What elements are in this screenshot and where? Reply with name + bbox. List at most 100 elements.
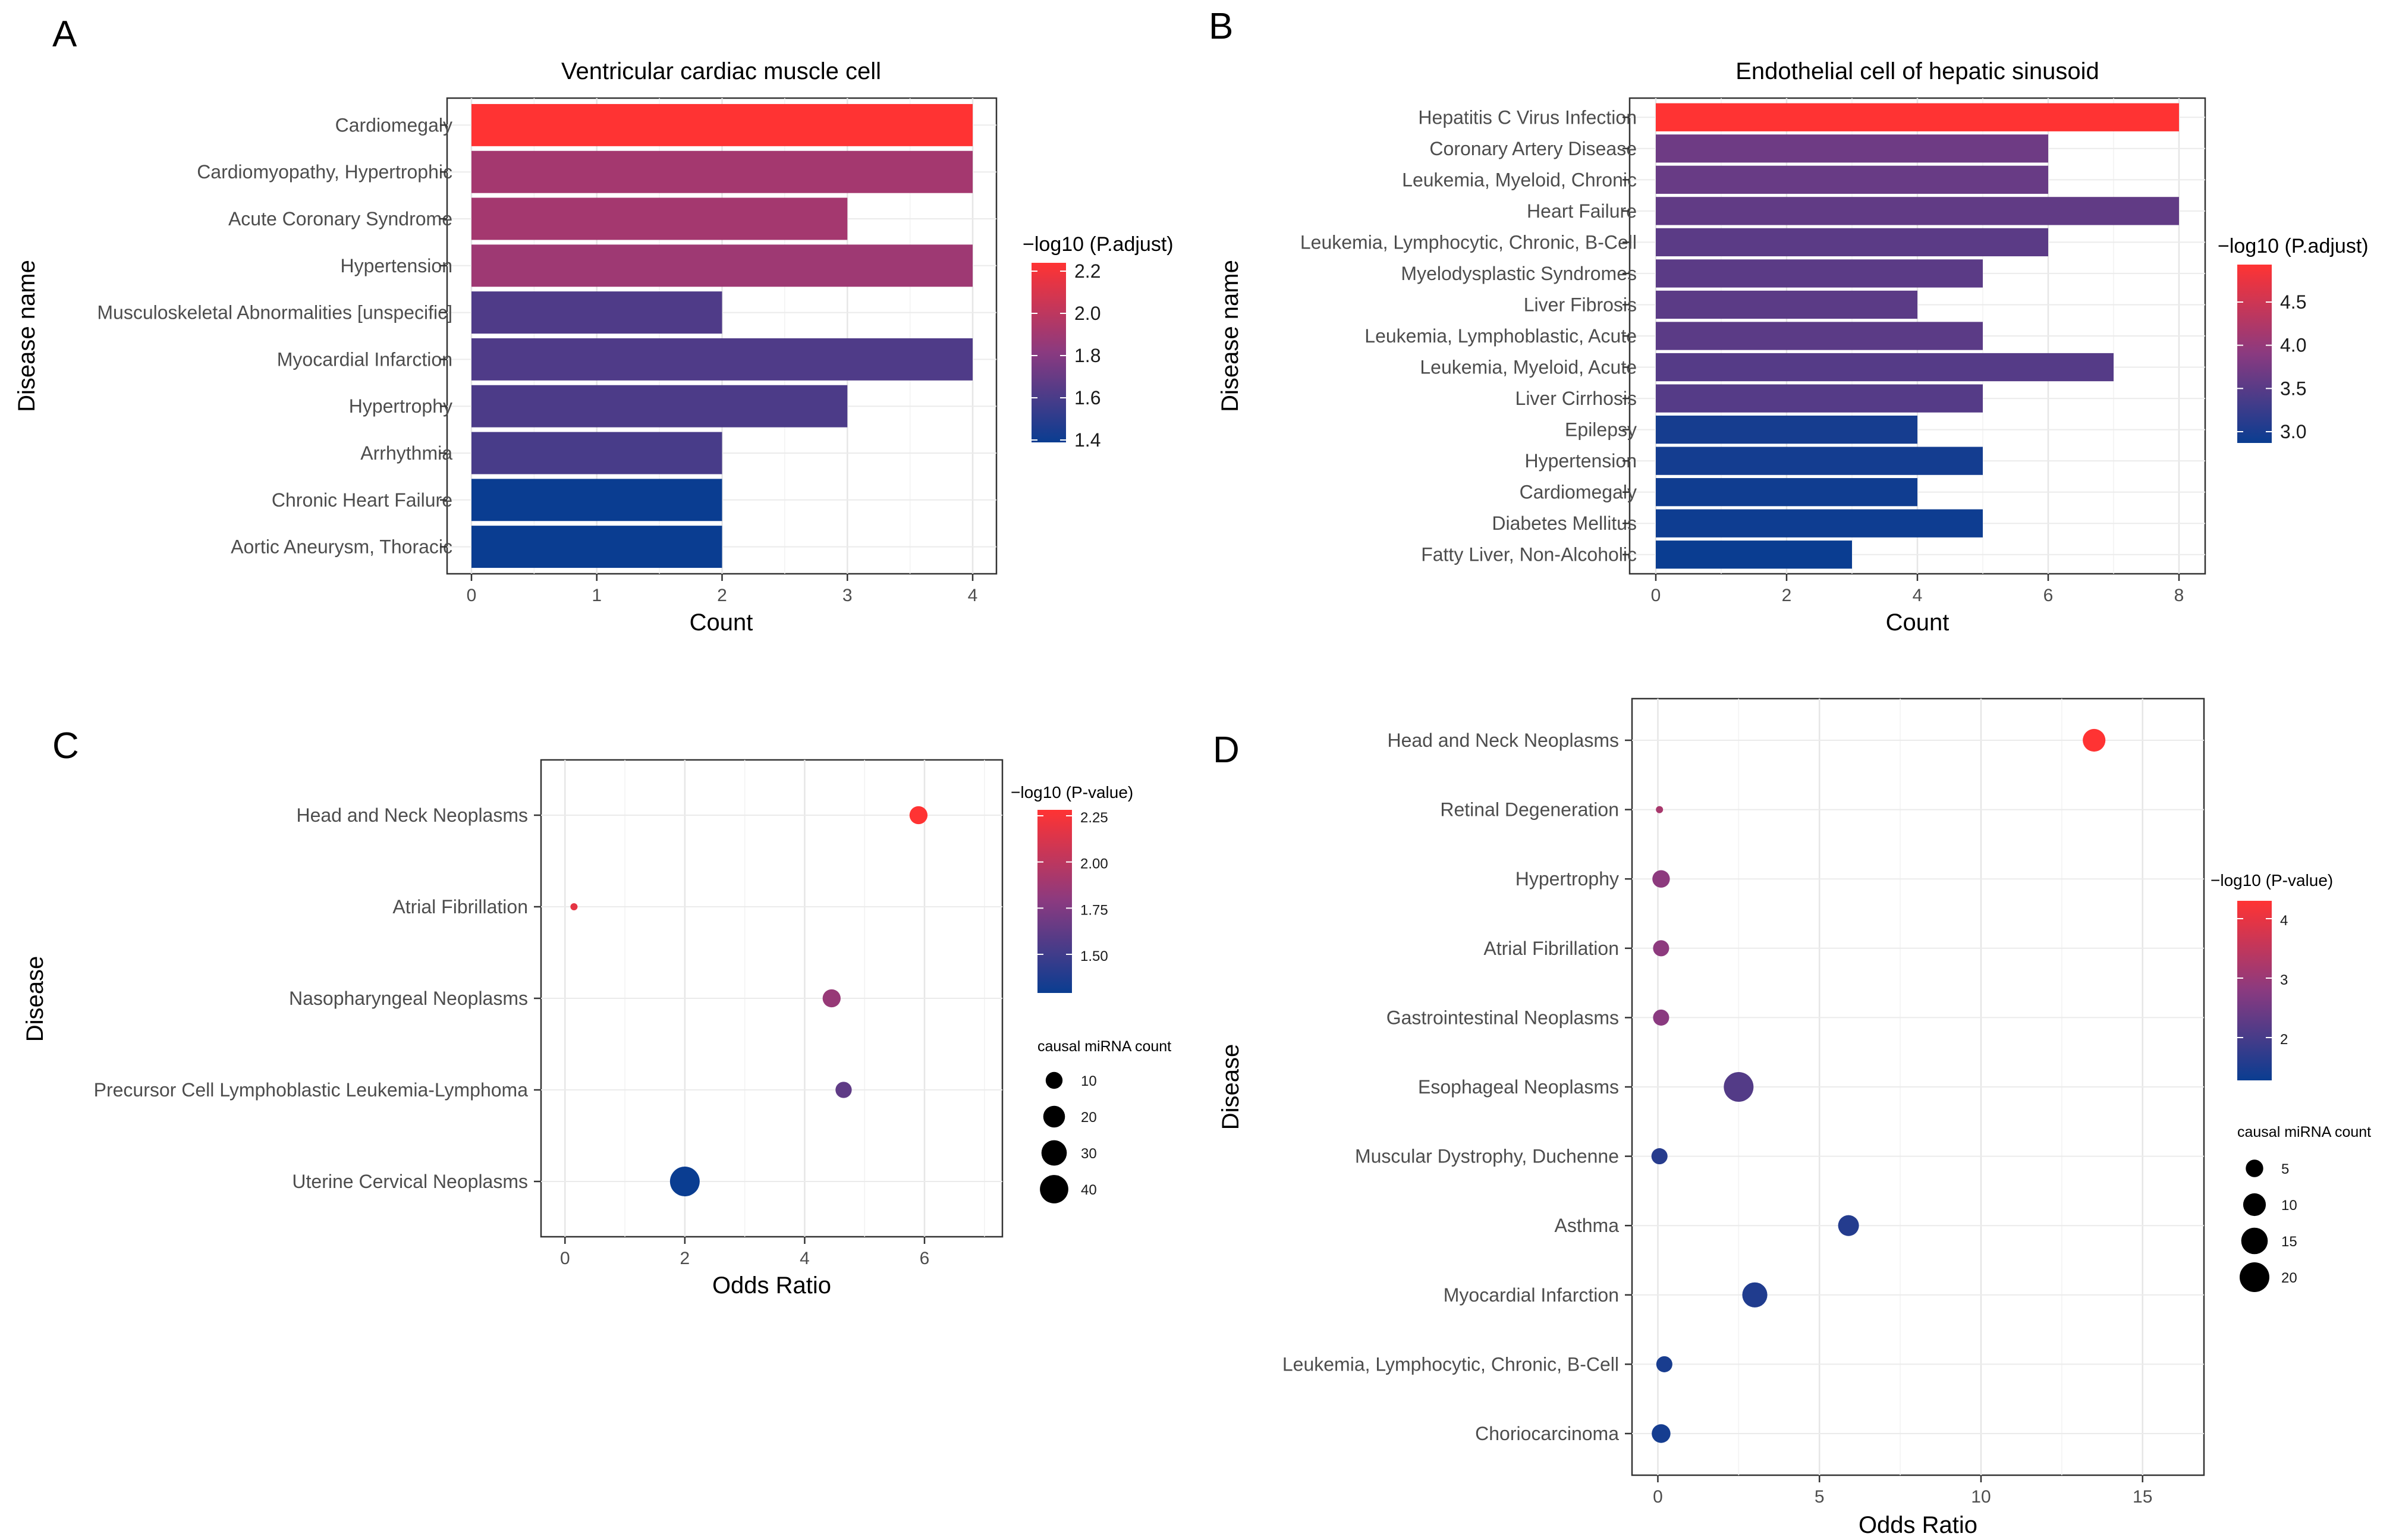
bar	[471, 526, 722, 568]
point	[1724, 1072, 1754, 1102]
bar	[471, 479, 722, 521]
panel-d-y-axis-title: Disease	[1218, 1044, 1244, 1130]
size-legend-label: 40	[1081, 1182, 1097, 1198]
panel-b-y-axis-title: Disease name	[1217, 260, 1243, 412]
legend-tick-label: 3	[2280, 972, 2288, 988]
legend-tick-label: 1.8	[1074, 345, 1100, 366]
size-legend-label: 10	[2281, 1198, 2297, 1214]
panel-b-legend-ticks: 4.54.03.53.0	[2237, 291, 2306, 442]
size-legend-dot	[1041, 1140, 1067, 1166]
panel-a-x-axis-title: Count	[690, 609, 753, 636]
legend-tick-label: 4	[2280, 913, 2288, 929]
panel-a-legend-title: −log10 (P.adjust)	[1023, 233, 1174, 256]
x-tick-label: 0	[467, 586, 477, 605]
size-legend-label: 10	[1081, 1073, 1097, 1089]
category-label: Musculoskeletal Abnormalities [unspecifi…	[97, 302, 452, 323]
size-legend-label: 15	[2281, 1234, 2297, 1250]
category-label: Aortic Aneurysm, Thoracic	[231, 536, 452, 558]
category-label: Head and Neck Neoplasms	[1387, 730, 1619, 751]
x-tick-label: 0	[560, 1249, 570, 1268]
panel-a: A Ventricular cardiac muscle cell Cardio…	[14, 14, 1174, 636]
legend-tick-label: 4.5	[2280, 291, 2306, 313]
category-label: Diabetes Mellitus	[1492, 513, 1637, 534]
category-label: Myelodysplastic Syndromes	[1401, 263, 1637, 284]
x-tick-label: 1	[592, 586, 602, 605]
panel-a-legend-ticks: 2.22.01.81.61.4	[1032, 260, 1100, 451]
legend-tick-label: 1.6	[1074, 387, 1100, 408]
category-label: Leukemia, Myeloid, Acute	[1420, 357, 1637, 378]
panel-c-x-axis-title: Odds Ratio	[712, 1272, 831, 1299]
x-tick-label: 4	[800, 1249, 810, 1268]
legend-tick-label: 2.0	[1074, 303, 1100, 324]
bar	[471, 197, 848, 240]
panel-d-size-legend-title: causal miRNA count	[2237, 1124, 2371, 1140]
x-tick-label: 10	[1971, 1487, 1991, 1507]
bar	[1656, 228, 2048, 257]
legend-tick-label: 2.25	[1080, 810, 1108, 826]
point	[570, 903, 578, 910]
category-label: Cardiomegaly	[335, 114, 452, 136]
size-legend-dot	[1043, 1105, 1065, 1128]
panel-d-color-legend: −log10 (P-value) 432	[2211, 871, 2333, 1080]
panel-c-colorbar	[1037, 810, 1072, 993]
category-label: Atrial Fibrillation	[392, 896, 528, 917]
x-tick-label: 2	[717, 586, 727, 605]
category-label: Muscular Dystrophy, Duchenne	[1355, 1146, 1619, 1167]
category-label: Chronic Heart Failure	[272, 489, 452, 511]
category-label: Retinal Degeneration	[1440, 799, 1619, 821]
panel-d-points	[1651, 728, 2106, 1443]
point	[1838, 1215, 1859, 1236]
panel-c-y-axis-title: Disease	[22, 956, 48, 1042]
size-legend-dot	[1045, 1071, 1063, 1089]
bar	[1656, 353, 2114, 382]
bar	[1656, 197, 2179, 225]
bar	[1656, 134, 2048, 163]
category-label: Heart Failure	[1527, 200, 1637, 222]
category-label: Hypertension	[340, 255, 452, 276]
panel-d-legend-ticks: 432	[2237, 913, 2288, 1048]
category-label: Choriocarcinoma	[1475, 1423, 1619, 1444]
category-label: Cardiomyopathy, Hypertrophic	[197, 161, 452, 183]
bar	[471, 150, 973, 193]
bar	[1656, 540, 1852, 569]
panel-a-bars	[471, 103, 973, 568]
size-legend-label: 20	[2281, 1270, 2297, 1286]
panel-a-colorbar	[1032, 263, 1066, 442]
point	[822, 989, 841, 1008]
panel-a-color-legend: −log10 (P.adjust) 2.22.01.81.61.4	[1023, 233, 1174, 451]
size-legend-dot	[2243, 1193, 2266, 1217]
panel-c-letter: C	[52, 725, 79, 766]
point	[1653, 1009, 1669, 1026]
legend-tick-label: 3.0	[2280, 421, 2306, 442]
panel-d-colorbar	[2237, 901, 2272, 1080]
x-tick-label: 15	[2133, 1487, 2152, 1507]
category-label: Head and Neck Neoplasms	[296, 804, 528, 826]
panel-b-bars	[1656, 103, 2179, 569]
bar	[471, 291, 722, 334]
legend-tick-label: 2.2	[1074, 260, 1100, 282]
point	[1656, 1356, 1672, 1372]
category-label: Hypertrophy	[1515, 868, 1619, 890]
point	[1656, 806, 1664, 813]
panel-b-colorbar	[2237, 265, 2272, 443]
bar	[1656, 509, 1983, 538]
category-label: Liver Fibrosis	[1524, 294, 1637, 315]
x-tick-label: 4	[1913, 586, 1923, 605]
panel-b-x-axis-title: Count	[1886, 609, 1949, 636]
panel-a-title: Ventricular cardiac muscle cell	[561, 58, 881, 84]
category-label: Cardiomegaly	[1520, 482, 1637, 503]
point	[1652, 870, 1670, 888]
category-label: Nasopharyngeal Neoplasms	[289, 988, 528, 1009]
category-label: Atrial Fibrillation	[1483, 938, 1619, 959]
panel-d-legend-title: −log10 (P-value)	[2211, 871, 2333, 890]
panel-c-size-legend-title: causal miRNA count	[1037, 1038, 1171, 1055]
